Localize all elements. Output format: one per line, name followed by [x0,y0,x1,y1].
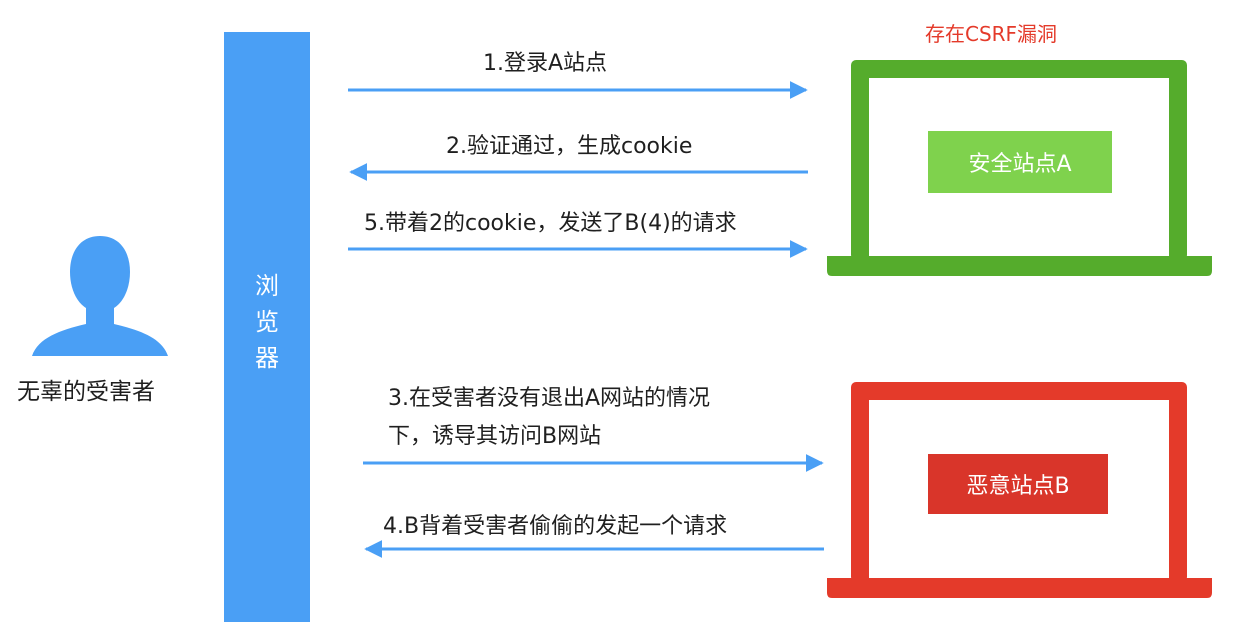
step2-label: 2.验证通过，生成cookie [446,134,693,159]
site-b-badge: 恶意站点B [928,454,1108,514]
step3-label-line1: 3.在受害者没有退出A网站的情况 [388,386,711,411]
laptop-site-a [827,60,1212,276]
site-a-badge: 安全站点A [928,131,1112,193]
step1-label: 1.登录A站点 [483,51,608,76]
browser-char: 浏 [255,272,279,300]
site-b-label: 恶意站点B [966,474,1070,499]
step3-label-line2: 下，诱导其访问B网站 [388,424,602,449]
site-a-label: 安全站点A [968,152,1072,177]
step4-label: 4.B背着受害者偷偷的发起一个请求 [383,514,728,539]
vulnerability-note: 存在CSRF漏洞 [925,22,1058,46]
browser-char: 器 [255,344,279,372]
browser-bar: 浏 览 器 [224,32,310,622]
victim-person-icon [32,236,168,356]
victim-label: 无辜的受害者 [17,379,155,405]
step5-label: 5.带着2的cookie，发送了B(4)的请求 [364,211,737,236]
browser-label: 浏 览 器 [224,268,310,376]
browser-char: 览 [255,308,279,336]
